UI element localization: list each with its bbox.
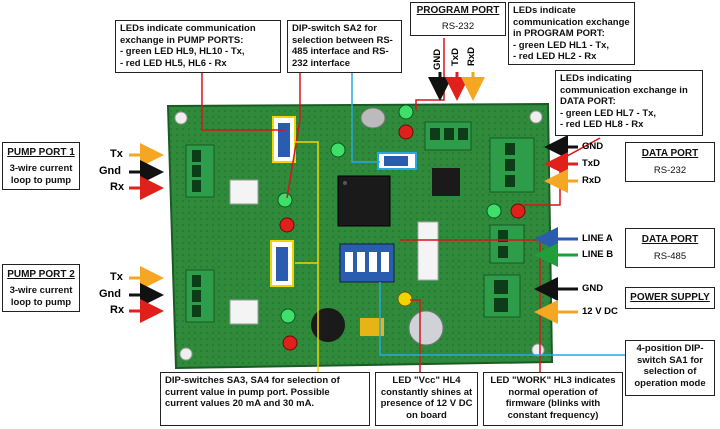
data-port-232-sub: RS-232: [653, 165, 687, 176]
callout-data-leds: LEDs indicating communication exchange i…: [555, 70, 703, 136]
data-port-232-title: DATA PORT: [641, 148, 699, 159]
pump1-gnd-label: Gnd: [99, 165, 121, 177]
power-supply-box: POWER SUPPLY: [625, 287, 715, 309]
pump-port-1-box: PUMP PORT 1 3-wire current loop to pump: [2, 142, 80, 190]
pump2-connector: [185, 269, 215, 323]
led-hl8-red: [510, 203, 526, 219]
data232-rxd-label: RxD: [582, 175, 602, 186]
led-hl2-red: [398, 124, 414, 140]
capacitor-black: [311, 308, 345, 342]
pump-port-1-sub: 3-wire current loop to pump: [9, 163, 73, 186]
pump2-rx-label: Rx: [110, 304, 125, 316]
data485-line-a-label: LINE A: [582, 233, 613, 244]
capacitor-silver: [408, 310, 444, 346]
pump1-connector: [185, 144, 215, 198]
led-hl5-red: [279, 217, 295, 233]
program-port-sub: RS-232: [441, 21, 475, 32]
crystal: [360, 107, 386, 129]
led-hl7-green: [486, 203, 502, 219]
capacitor-yellow: [360, 318, 384, 336]
data-port-485-box: DATA PORT RS-485: [625, 228, 715, 268]
callout-lines: [201, 38, 640, 372]
led-hl3-green: [330, 142, 346, 158]
data-port-485-title: DATA PORT: [641, 234, 699, 245]
pump-port-2-sub: 3-wire current loop to pump: [9, 285, 73, 308]
pump1-tx-label: Tx: [110, 148, 123, 160]
dip-switch-sa4: [270, 240, 294, 287]
pump2-tx-label: Tx: [110, 271, 123, 283]
power-gnd-label: GND: [582, 283, 604, 294]
data232-gnd-label: GND: [582, 141, 604, 152]
data232-connector: [489, 137, 535, 193]
callout-hl3: LED "WORK" HL3 indicates normal operatio…: [483, 372, 623, 426]
callout-pump-leds: LEDs indicate communication exchange in …: [115, 20, 281, 73]
dip-switch-sa2: [377, 152, 417, 170]
program-gnd-label: GND: [432, 48, 443, 70]
dip-switch-sa1: [339, 243, 395, 283]
led-hl1-green: [398, 104, 414, 120]
pump-port-1-title: PUMP PORT 1: [7, 147, 75, 158]
program-port-box: PROGRAM PORT RS-232: [410, 2, 506, 36]
data-port-232-box: DATA PORT RS-232: [625, 142, 715, 182]
led-hl6-red: [282, 335, 298, 351]
data485-line-b-label: LINE B: [582, 249, 614, 260]
power-12v-label: 12 V DC: [582, 306, 618, 317]
callout-program-leds: LEDs indicate communication exchange in …: [508, 2, 635, 65]
microcontroller-chip: [337, 175, 391, 227]
pump-port-2-box: PUMP PORT 2 3-wire current loop to pump: [2, 264, 80, 312]
pump-port-2-title: PUMP PORT 2: [7, 269, 75, 280]
pump2-gnd-label: Gnd: [99, 288, 121, 300]
callout-sa2: DIP-switch SA2 for selection between RS-…: [287, 20, 402, 73]
callout-sa1: 4-position DIP-switch SA1 for selection …: [625, 340, 715, 396]
ic-chip: [432, 168, 460, 196]
callout-hl4: LED "Vcc" HL4 constantly shines at prese…: [375, 372, 478, 426]
header-connector: [417, 221, 439, 281]
led-hl4-yellow: [397, 291, 413, 307]
data232-txd-label: TxD: [582, 158, 600, 169]
led-hl9-green: [277, 192, 293, 208]
led-hl10-green: [280, 308, 296, 324]
data485-connector: [489, 224, 525, 264]
program-port-title: PROGRAM PORT: [416, 5, 500, 16]
program-txd-label: TxD: [450, 48, 461, 66]
callout-sa3-sa4: DIP-switches SA3, SA4 for selection of c…: [160, 372, 370, 426]
power-supply-title: POWER SUPPLY: [630, 292, 710, 303]
dip-switch-sa3: [272, 116, 296, 163]
data-port-485-sub: RS-485: [653, 251, 687, 262]
pump1-rx-label: Rx: [110, 181, 125, 193]
program-rxd-label: RxD: [466, 46, 477, 66]
optocoupler-1: [229, 179, 259, 205]
wire-arrows: [129, 72, 578, 324]
program-connector: [424, 121, 472, 151]
optocoupler-2: [229, 299, 259, 325]
power-connector: [483, 274, 521, 318]
